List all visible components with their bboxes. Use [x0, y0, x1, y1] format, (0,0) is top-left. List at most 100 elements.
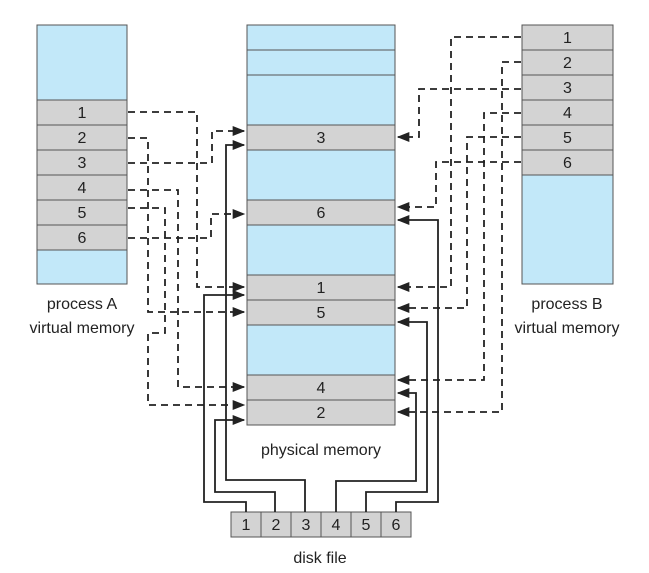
process-b-page-label: 3	[563, 80, 572, 97]
disk-block: 6	[380, 511, 412, 538]
physical-frame-box	[246, 399, 396, 426]
process-b-page: 5	[521, 124, 614, 151]
process-a-page-label: 1	[78, 105, 87, 122]
physical-free-frame-box	[246, 149, 396, 201]
physical-free-frame-box	[246, 74, 396, 126]
process-a-virtual-memory: 1 2 3 4 5 6	[36, 24, 128, 285]
map-a2-to-frame5	[128, 137, 246, 318]
process-a-caption-line1: process A	[47, 296, 118, 313]
map-disk3-to-frame1	[225, 139, 306, 512]
process-b-virtual-memory: 1 2 3 4 5 6	[521, 24, 614, 285]
process-a-page-label: 6	[78, 230, 87, 247]
physical-free-frame	[246, 224, 396, 276]
map-b5-to-frame5	[396, 136, 521, 314]
physical-frame: 1	[246, 274, 396, 301]
process-b-caption-line2: virtual memory	[515, 320, 620, 337]
process-b-page-box	[521, 49, 614, 76]
physical-frame: 4	[246, 374, 396, 401]
disk-block-label: 4	[332, 517, 341, 534]
physical-frame: 5	[246, 299, 396, 326]
process-a-page-box	[36, 99, 128, 126]
process-a-mapping-lines	[128, 111, 246, 411]
disk-block: 3	[290, 511, 322, 538]
process-a-page: 3	[36, 149, 128, 176]
map-disk2-to-frame2	[214, 414, 276, 512]
map-a5-to-frame2	[128, 207, 246, 411]
process-a-page-box	[36, 224, 128, 251]
map-b4-to-frame4	[396, 112, 521, 386]
process-b-page: 3	[521, 74, 614, 101]
physical-free-frame	[246, 24, 396, 51]
process-b-page: 4	[521, 99, 614, 126]
process-b-page-label: 4	[563, 105, 572, 122]
physical-frame-box	[246, 374, 396, 401]
process-b-page: 2	[521, 49, 614, 76]
process-a-page: 1	[36, 99, 128, 126]
process-a-page-label: 2	[78, 130, 87, 147]
process-b-page-box	[521, 99, 614, 126]
disk-block-label: 6	[392, 517, 401, 534]
process-a-page-box	[36, 124, 128, 151]
process-b-page: 1	[521, 24, 614, 51]
physical-frame-label: 6	[317, 205, 326, 222]
physical-memory: 3 6 1 5 4 2	[246, 24, 396, 426]
process-b-mapping-lines	[396, 36, 521, 418]
process-a-free-region-top	[36, 24, 128, 101]
disk-block-label: 1	[242, 517, 251, 534]
process-a-page-box	[36, 174, 128, 201]
physical-frame-label: 1	[317, 280, 326, 297]
process-a-caption-line2: virtual memory	[30, 320, 135, 337]
physical-memory-caption: physical memory	[261, 442, 381, 459]
map-disk1-to-frame3	[203, 289, 247, 512]
map-b6-to-frame6	[396, 161, 521, 213]
process-a-free-region-bottom	[36, 249, 128, 285]
map-disk5-to-frame5	[365, 316, 428, 512]
disk-block-box	[260, 511, 292, 538]
process-a-page-label: 5	[78, 205, 87, 222]
map-b2-to-frame2	[396, 61, 521, 418]
map-b3-to-frame3	[396, 88, 521, 143]
disk-block-box	[290, 511, 322, 538]
process-a-page: 2	[36, 124, 128, 151]
physical-frame: 3	[246, 124, 396, 151]
disk-block-label: 5	[362, 517, 371, 534]
physical-free-frame-box	[246, 224, 396, 276]
process-a-page-label: 4	[78, 180, 87, 197]
process-b-page-box	[521, 124, 614, 151]
process-b-page-label: 2	[563, 55, 572, 72]
process-a-page: 6	[36, 224, 128, 251]
physical-frame-label: 3	[317, 130, 326, 147]
process-b-page-label: 5	[563, 130, 572, 147]
process-b-free-region	[521, 174, 614, 285]
disk-block-box	[380, 511, 412, 538]
physical-free-frame-box	[246, 24, 396, 51]
physical-frame: 2	[246, 399, 396, 426]
disk-block-label: 3	[302, 517, 311, 534]
physical-free-frame	[246, 324, 396, 376]
physical-free-frame	[246, 49, 396, 76]
map-b1-to-frame1	[396, 36, 521, 293]
process-a-page-label: 3	[78, 155, 87, 172]
physical-frame-box	[246, 199, 396, 226]
map-a3-to-frame3	[128, 125, 246, 164]
physical-frame-label: 5	[317, 305, 326, 322]
physical-frame-label: 2	[317, 405, 326, 422]
physical-free-frame-box	[246, 49, 396, 76]
process-b-page-label: 1	[563, 30, 572, 47]
disk-block: 2	[260, 511, 292, 538]
map-disk4-to-frame4	[335, 387, 417, 512]
disk-file-caption: disk file	[293, 550, 346, 567]
map-a6-to-frame6	[128, 208, 246, 239]
map-a1-to-frame1	[128, 111, 246, 293]
process-b-caption-line1: process B	[531, 296, 602, 313]
physical-free-frame	[246, 74, 396, 126]
physical-frame-box	[246, 299, 396, 326]
process-a-page: 5	[36, 199, 128, 226]
process-b-page-label: 6	[563, 155, 572, 172]
physical-frame-label: 4	[317, 380, 326, 397]
map-a4-to-frame4	[128, 189, 246, 393]
disk-block: 4	[320, 511, 352, 538]
disk-block: 5	[350, 511, 382, 538]
